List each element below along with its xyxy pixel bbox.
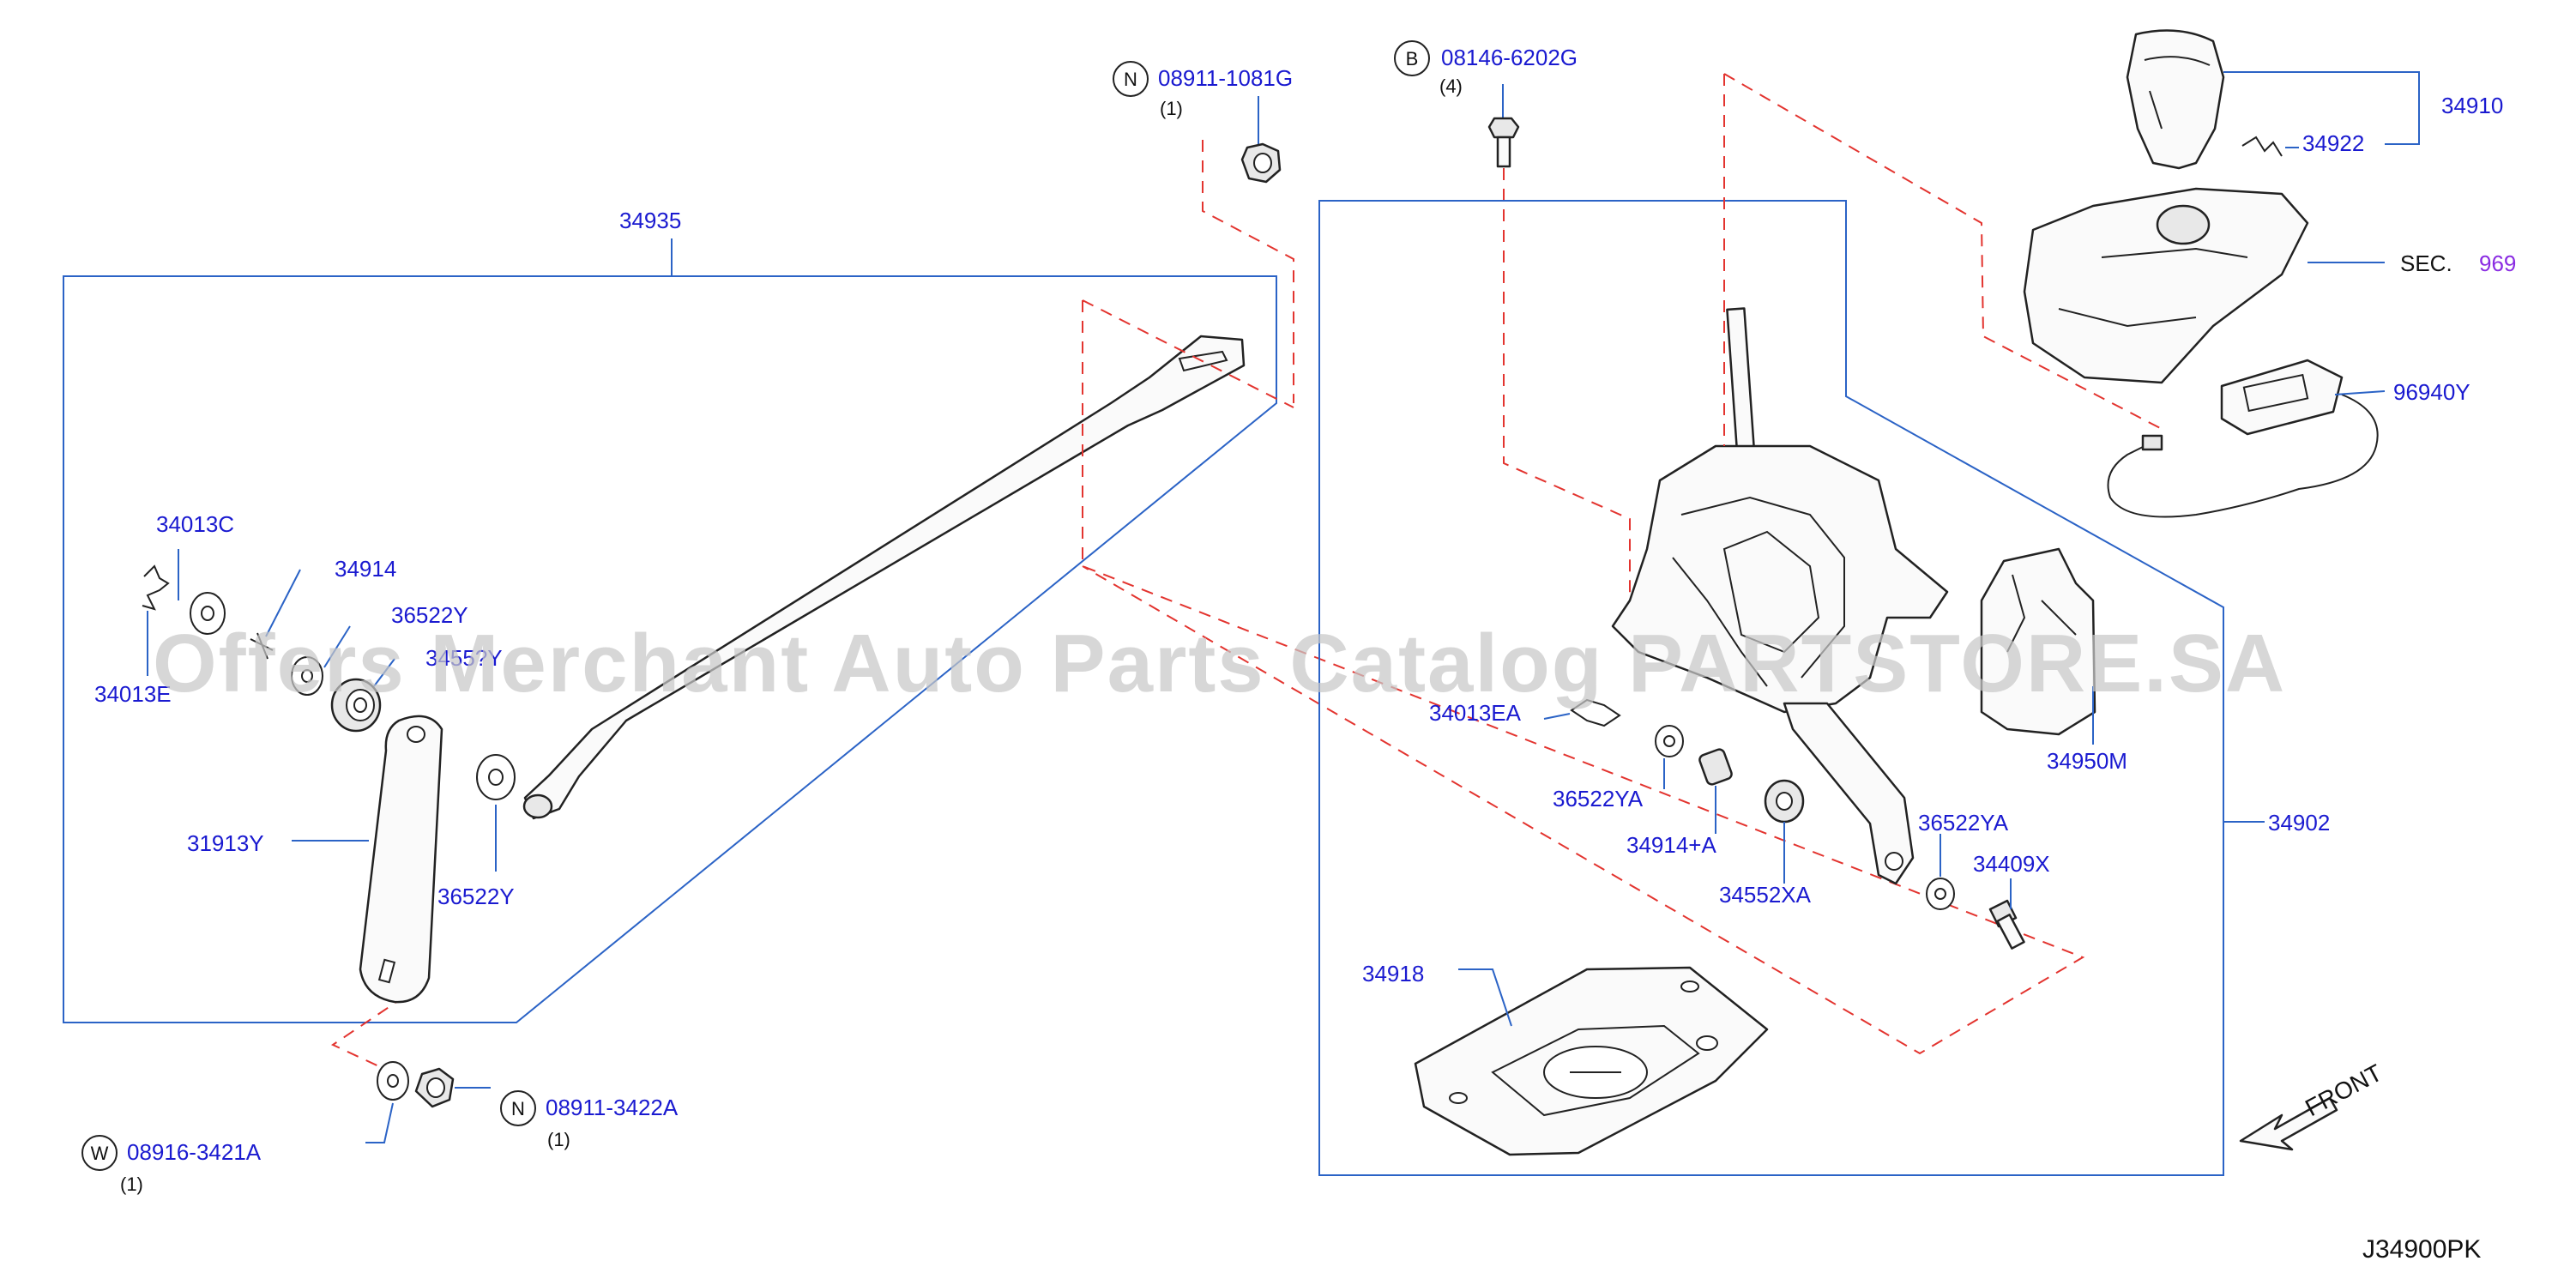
circled-letters: N B N W — [81, 40, 1430, 1171]
lever-31913Y — [359, 715, 443, 1004]
label-08916-3421A[interactable]: 08916-3421A — [127, 1139, 262, 1165]
shift-knob-34910 — [2126, 29, 2225, 170]
bolt-08146-6202G — [1487, 84, 1631, 618]
label-36522Y-lower[interactable]: 36522Y — [437, 884, 515, 909]
phantom-line-upper — [1723, 73, 2163, 446]
pin-34409X — [1988, 899, 2025, 950]
circle-n-bottom — [500, 1090, 536, 1126]
front-arrow — [2239, 1096, 2338, 1151]
label-34914[interactable]: 34914 — [335, 556, 396, 582]
label-96940Y[interactable]: 96940Y — [2393, 379, 2470, 405]
clip-34922 — [2241, 136, 2283, 157]
label-34902[interactable]: 34902 — [2268, 810, 2330, 836]
diagram-code: J34900PK — [2362, 1235, 2481, 1264]
cable-assembly-group — [63, 140, 2085, 1143]
clip-34013EA — [1570, 698, 1621, 727]
label-34914A[interactable]: 34914+A — [1626, 832, 1716, 858]
qty-08911-3422A: (1) — [547, 1129, 570, 1150]
label-34552Y[interactable]: 3455?Y — [425, 645, 503, 671]
right-leaders — [1458, 71, 2420, 1027]
phantom-line-rod — [1082, 299, 2085, 1055]
nut-08911-3422A — [414, 1067, 455, 1108]
phantom-line-bottom — [330, 984, 423, 1070]
bushing-34552Y — [330, 678, 382, 733]
label-08911-3422A[interactable]: 08911-3422A — [546, 1095, 679, 1120]
pin-34914 — [250, 632, 274, 660]
phantom-line-bolt — [1503, 168, 1631, 618]
label-08911-1081G[interactable]: 08911-1081G — [1158, 65, 1293, 91]
front-label: FRONT — [2301, 1059, 2386, 1122]
shifter-body — [1611, 307, 1949, 885]
qty-08911-1081G: (1) — [1160, 98, 1183, 119]
circle-w — [81, 1135, 118, 1171]
qty-08916-3421A: (1) — [120, 1173, 143, 1195]
label-34013C[interactable]: 34013C — [156, 511, 234, 537]
left-leaders — [147, 549, 497, 1143]
label-36522YA-right[interactable]: 36522YA — [1918, 810, 2009, 836]
module-34950M — [1980, 547, 2096, 736]
console-bracket-969 — [2023, 187, 2309, 384]
assembly-box-34902 — [1318, 200, 2224, 1176]
nut-08911-1081G — [1240, 96, 1282, 184]
label-34918[interactable]: 34918 — [1362, 961, 1424, 986]
label-34013E[interactable]: 34013E — [94, 681, 172, 707]
circle-n-bottom-label: N — [511, 1098, 525, 1119]
label-36522YA-left[interactable]: 36522YA — [1553, 786, 1644, 811]
circle-b — [1394, 40, 1430, 76]
label-sec-969[interactable]: 969 — [2479, 250, 2516, 276]
label-34013EA[interactable]: 34013EA — [1429, 700, 1522, 726]
label-31913Y[interactable]: 31913Y — [187, 830, 264, 856]
circle-n-top-label: N — [1124, 69, 1137, 90]
callout-labels: 34935 34013C 34914 36522Y 3455?Y 34013E … — [94, 45, 2516, 1195]
label-34935[interactable]: 34935 — [619, 208, 681, 233]
label-36522Y-upper[interactable]: 36522Y — [391, 602, 468, 628]
label-34552XA[interactable]: 34552XA — [1719, 882, 1812, 908]
base-plate-34918 — [1414, 966, 1769, 1156]
bushing-34552XA — [1764, 779, 1805, 824]
label-34950M[interactable]: 34950M — [2047, 748, 2127, 774]
control-rod — [522, 335, 1246, 820]
label-sec-prefix: SEC. — [2400, 250, 2452, 276]
collar-34914A — [1698, 748, 1733, 786]
label-34409X[interactable]: 34409X — [1973, 851, 2050, 877]
watermark: Offers Merchant Auto Parts Catalog PARTS… — [153, 618, 2286, 709]
label-34910[interactable]: 34910 — [2441, 93, 2503, 118]
harness-96940Y — [2107, 359, 2379, 518]
assembly-box-34935 — [63, 275, 1277, 1023]
clip-34013E — [142, 564, 170, 611]
qty-08146-6202G: (4) — [1439, 75, 1463, 97]
circle-w-label: W — [91, 1143, 109, 1164]
label-34922[interactable]: 34922 — [2302, 130, 2364, 156]
circle-b-label: B — [1406, 48, 1419, 69]
label-08146-6202G[interactable]: 08146-6202G — [1441, 45, 1578, 70]
shifter-assembly-group — [1318, 29, 2420, 1176]
circle-n-top — [1113, 61, 1149, 97]
